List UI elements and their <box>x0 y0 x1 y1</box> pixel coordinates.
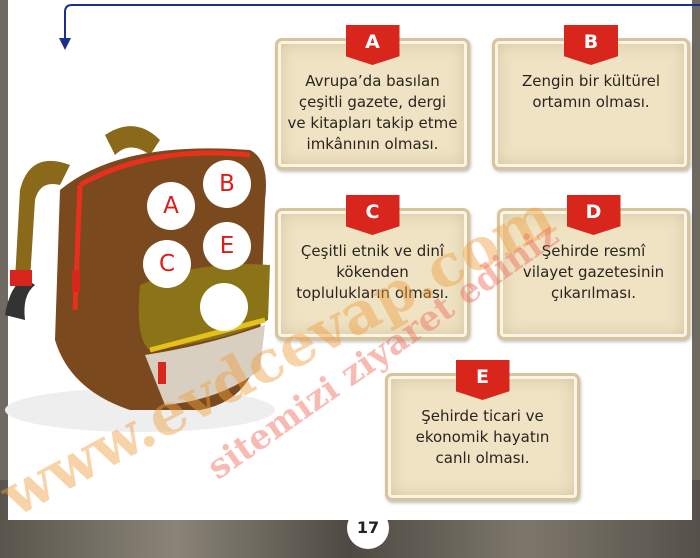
card-text-d: Şehirde resmî vilayet gazetesinin çıkarı… <box>522 242 665 302</box>
bag-circle-c: C <box>143 240 191 288</box>
card-text-e: Şehirde ticari ve ekonomik hayatın canlı… <box>415 407 550 467</box>
card-text-c: Çeşitli etnik ve dinî kökenden toplulukl… <box>296 242 449 302</box>
card-label-a: A <box>345 25 400 65</box>
card-c: C Çeşitli etnik ve dinî kökenden toplulu… <box>275 195 470 340</box>
card-label-b: B <box>564 25 618 65</box>
bag-circle-empty <box>200 283 248 331</box>
card-text-a: Avrupa’da basılan çeşitli gazete, dergi … <box>287 72 458 153</box>
card-label-e: E <box>455 360 510 400</box>
card-text-b: Zengin bir kültürel ortamın olması. <box>521 72 661 111</box>
card-a: A Avrupa’da basılan çeşitli gazete, derg… <box>275 25 470 170</box>
card-e: E Şehirde ticari ve ekonomik hayatın can… <box>385 360 580 501</box>
card-label-c: C <box>345 195 400 235</box>
card-d: D Şehirde resmî vilayet gazetesinin çıka… <box>497 195 690 340</box>
backpack-illustration <box>5 126 275 432</box>
card-b: B Zengin bir kültürel ortamın olması. <box>492 25 690 170</box>
card-label-d: D <box>566 195 621 235</box>
bag-circle-b: B <box>203 160 251 208</box>
bag-circle-e: E <box>203 222 251 270</box>
bag-circle-a: A <box>147 182 195 230</box>
flow-arrow <box>59 4 700 50</box>
page-number: 17 <box>347 507 389 549</box>
